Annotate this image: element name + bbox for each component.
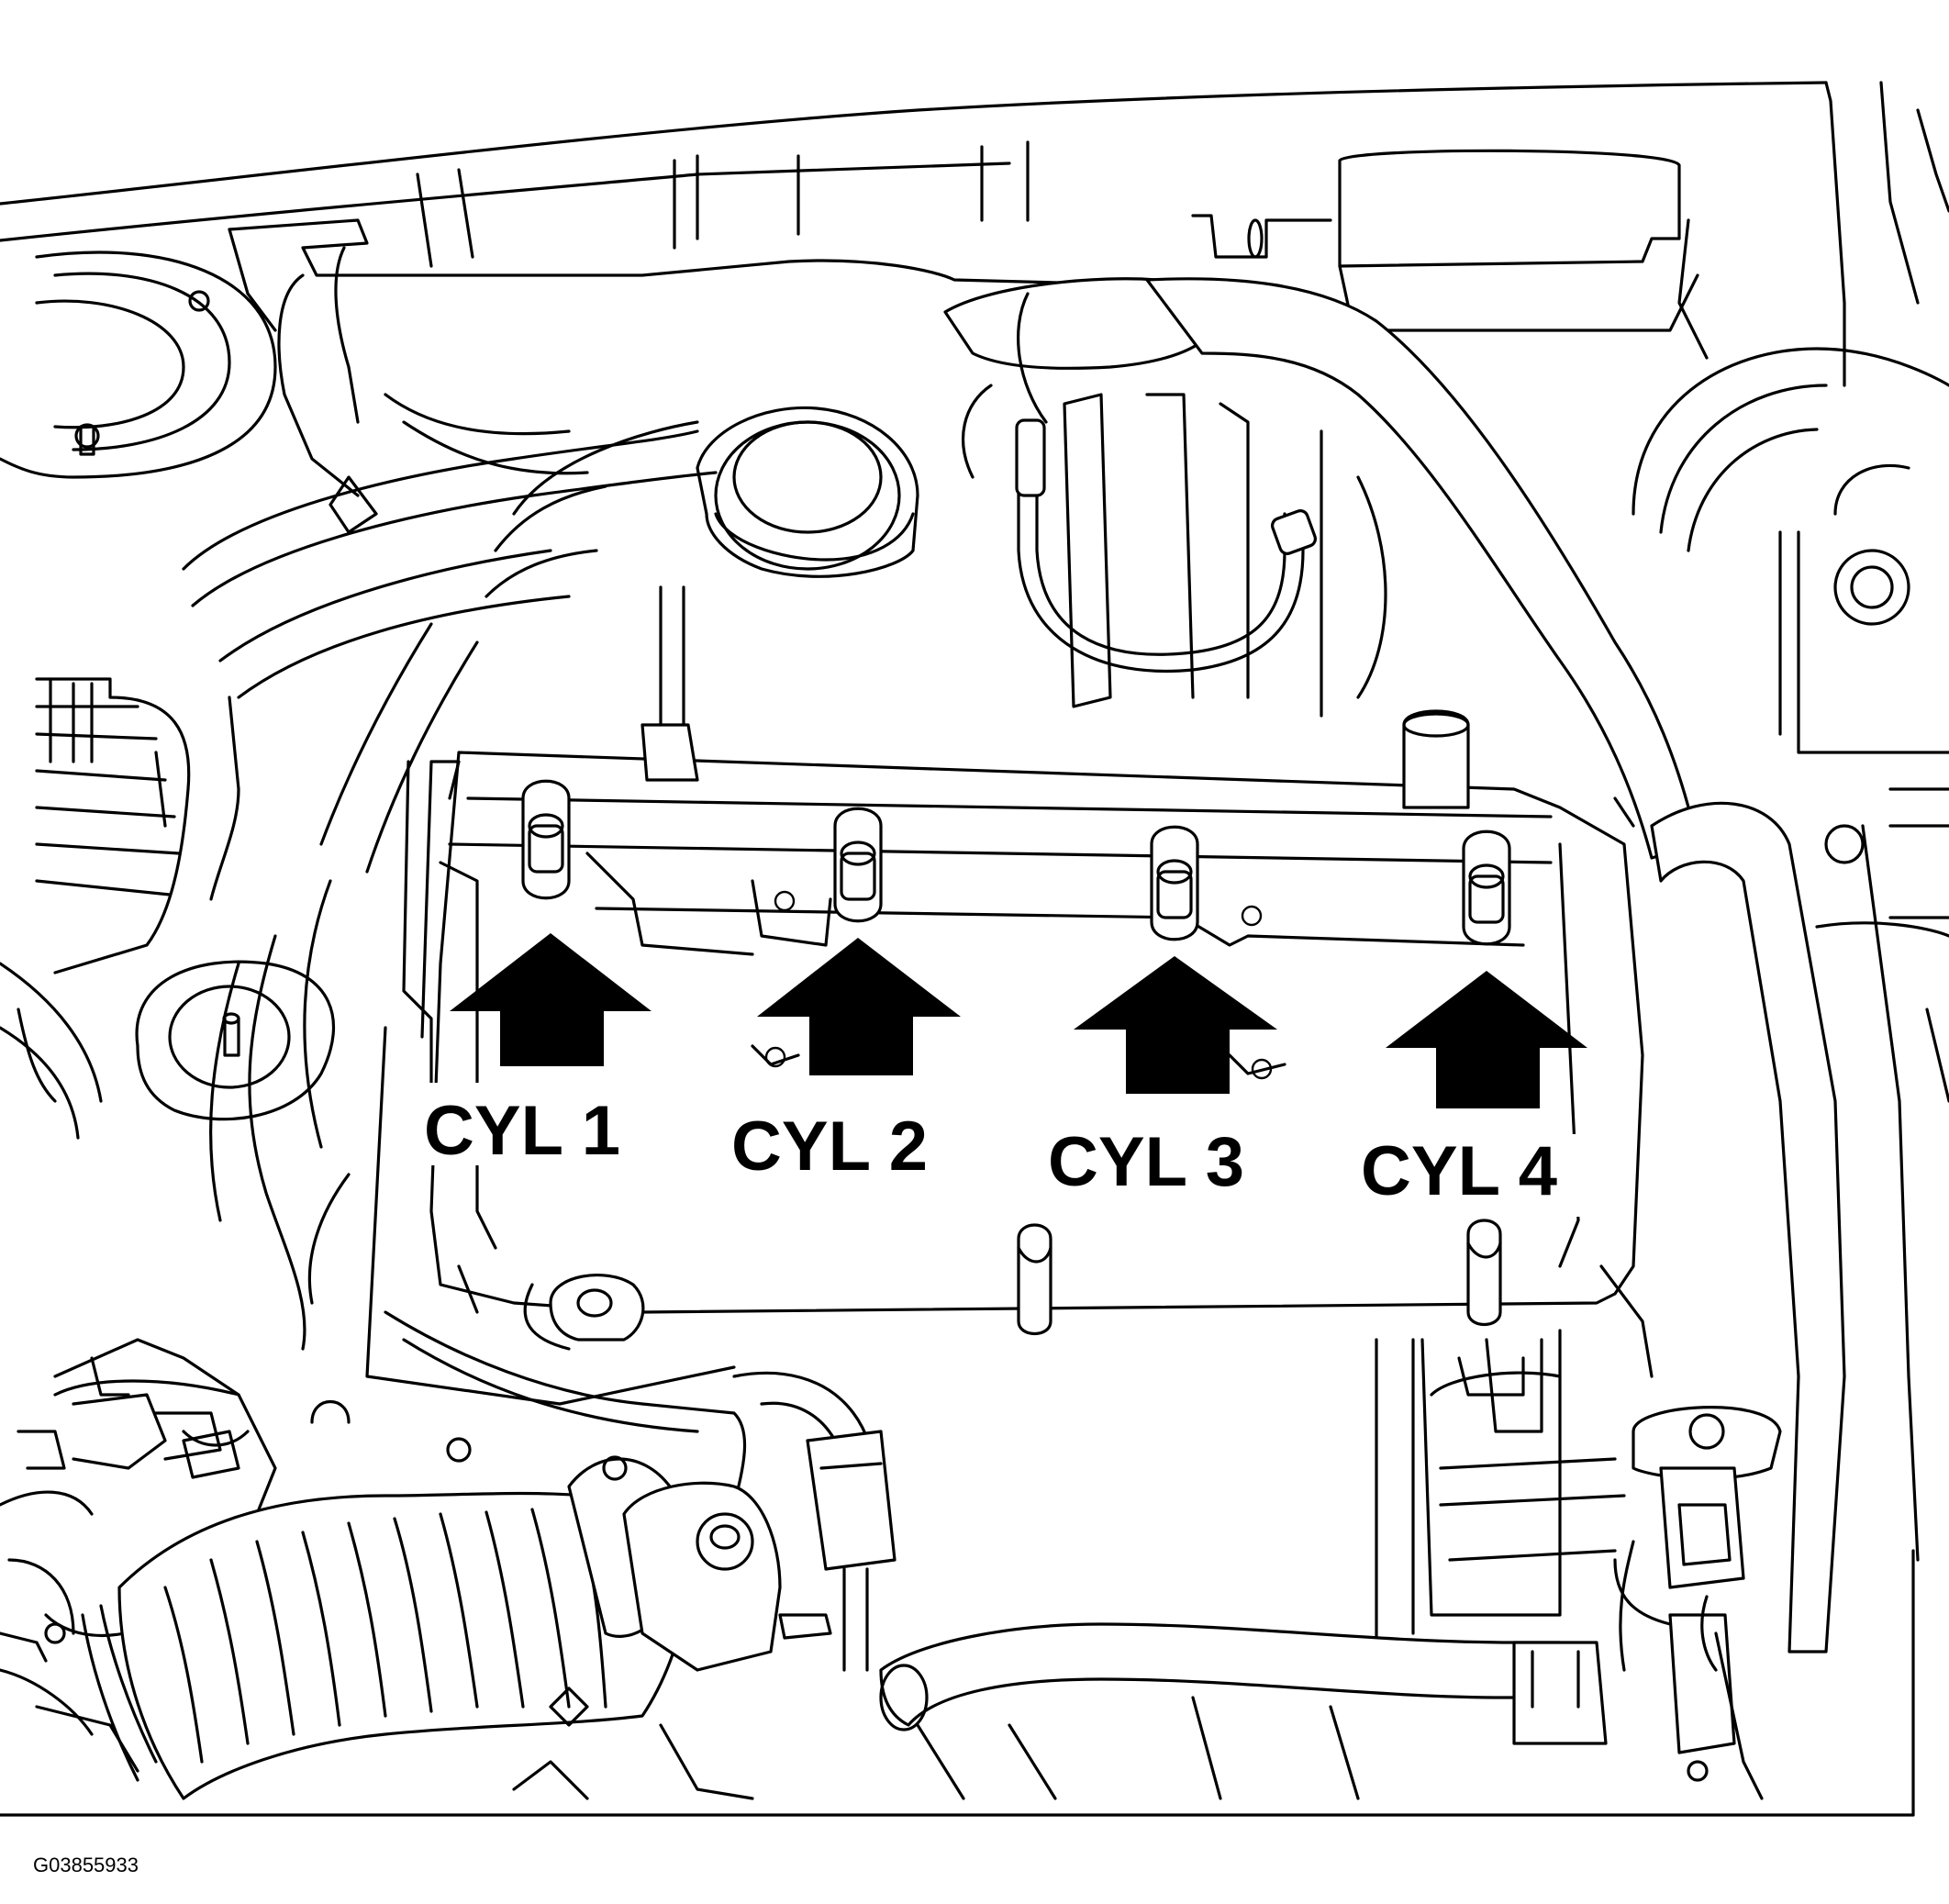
coil-well-4: [1462, 830, 1511, 946]
bottom-heater-hose: [879, 1622, 1562, 1731]
arrow-cyl-3: [1074, 956, 1277, 1094]
cyl-label-3: CYL 3: [1048, 1123, 1244, 1201]
label-bg-2: [729, 1101, 982, 1184]
coil-well-3: [1150, 825, 1199, 941]
label-bg-1: [422, 1083, 674, 1165]
bottom-misc: [53, 1264, 1360, 1800]
top-left-hose: [228, 218, 1130, 534]
intake-connector: [512, 1430, 897, 1800]
label-bg-3: [1046, 1119, 1298, 1202]
right-lower-hose: [1650, 801, 1949, 1653]
upper-trim: [416, 140, 1709, 360]
right-connector: [1512, 1406, 1782, 1800]
arrow-cyl-4: [1386, 971, 1587, 1108]
arrow-cyl-2: [757, 938, 961, 1075]
intake-manifold: [208, 420, 699, 1351]
cyl-label-4: CYL 4: [1361, 1132, 1557, 1210]
cyl-label-1: CYL 1: [424, 1092, 620, 1170]
cylinder-arrows: [450, 933, 1587, 1108]
fuel-lines: [1015, 393, 1387, 718]
right-strut-tower: [1632, 347, 1949, 938]
left-strut-tower: [0, 251, 277, 479]
arrow-cyl-1: [450, 933, 652, 1066]
coil-well-2: [833, 807, 883, 923]
lower-studs: [549, 1219, 1502, 1342]
left-wire-harness: [154, 393, 718, 901]
throttle-body: [0, 1379, 277, 1773]
label-bg-4: [1358, 1134, 1610, 1217]
upper-radiator-hose: [943, 277, 1699, 860]
cyl-label-2: CYL 2: [731, 1108, 928, 1186]
cylinder-labels: CYL 1 CYL 2 CYL 3 CYL 4: [422, 1083, 1610, 1217]
figure-id: G03855933: [33, 1854, 139, 1876]
reservoir-cap: [696, 406, 919, 578]
air-intake-hose: [81, 1457, 699, 1800]
hood-edge: [0, 81, 1949, 387]
coil-well-1: [521, 779, 571, 900]
left-cylinder-unit: [0, 677, 191, 1140]
